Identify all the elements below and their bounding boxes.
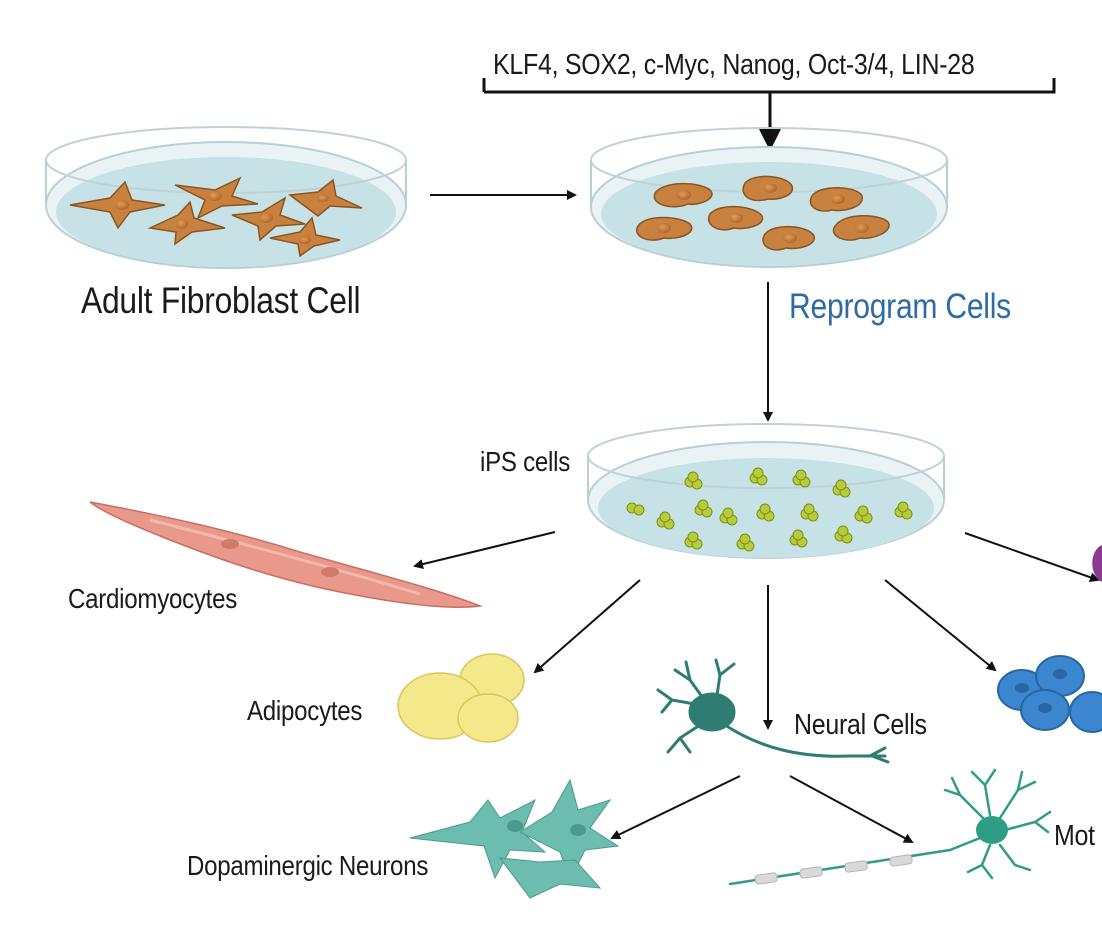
ips-cells-label: iPS cells: [480, 446, 571, 477]
ips-colonies: [626, 467, 913, 552]
reprogram-dish: [590, 127, 948, 268]
motor-neuron-illustration: [728, 768, 1052, 886]
adipocytes-label: Adipocytes: [247, 695, 363, 726]
dopaminergic-neurons-illustration: [409, 778, 620, 899]
cardiomyocytes-label: Cardiomyocytes: [68, 583, 238, 614]
neural-cells-label: Neural Cells: [794, 709, 927, 741]
fibroblast-dish: [45, 126, 407, 269]
reprogram-label: Reprogram Cells: [789, 287, 1011, 326]
ips-dish: [587, 423, 945, 559]
purple-cell-partial: [1092, 545, 1102, 582]
neural-cell-illustration: [656, 658, 890, 764]
motor-neurons-label: Mot: [1054, 820, 1095, 852]
dopaminergic-neurons-label: Dopaminergic Neurons: [187, 850, 429, 881]
differentiation-arrows: [413, 531, 1100, 843]
fibroblast-label: Adult Fibroblast Cell: [81, 280, 361, 321]
cardiomyocyte-illustration: [89, 501, 483, 608]
factors-label: KLF4, SOX2, c-Myc, Nanog, Oct-3/4, LIN-2…: [493, 49, 975, 81]
adipocyte-illustration: [397, 653, 525, 743]
blue-cells-illustration: [997, 655, 1102, 733]
factor-bracket: [482, 78, 1056, 151]
